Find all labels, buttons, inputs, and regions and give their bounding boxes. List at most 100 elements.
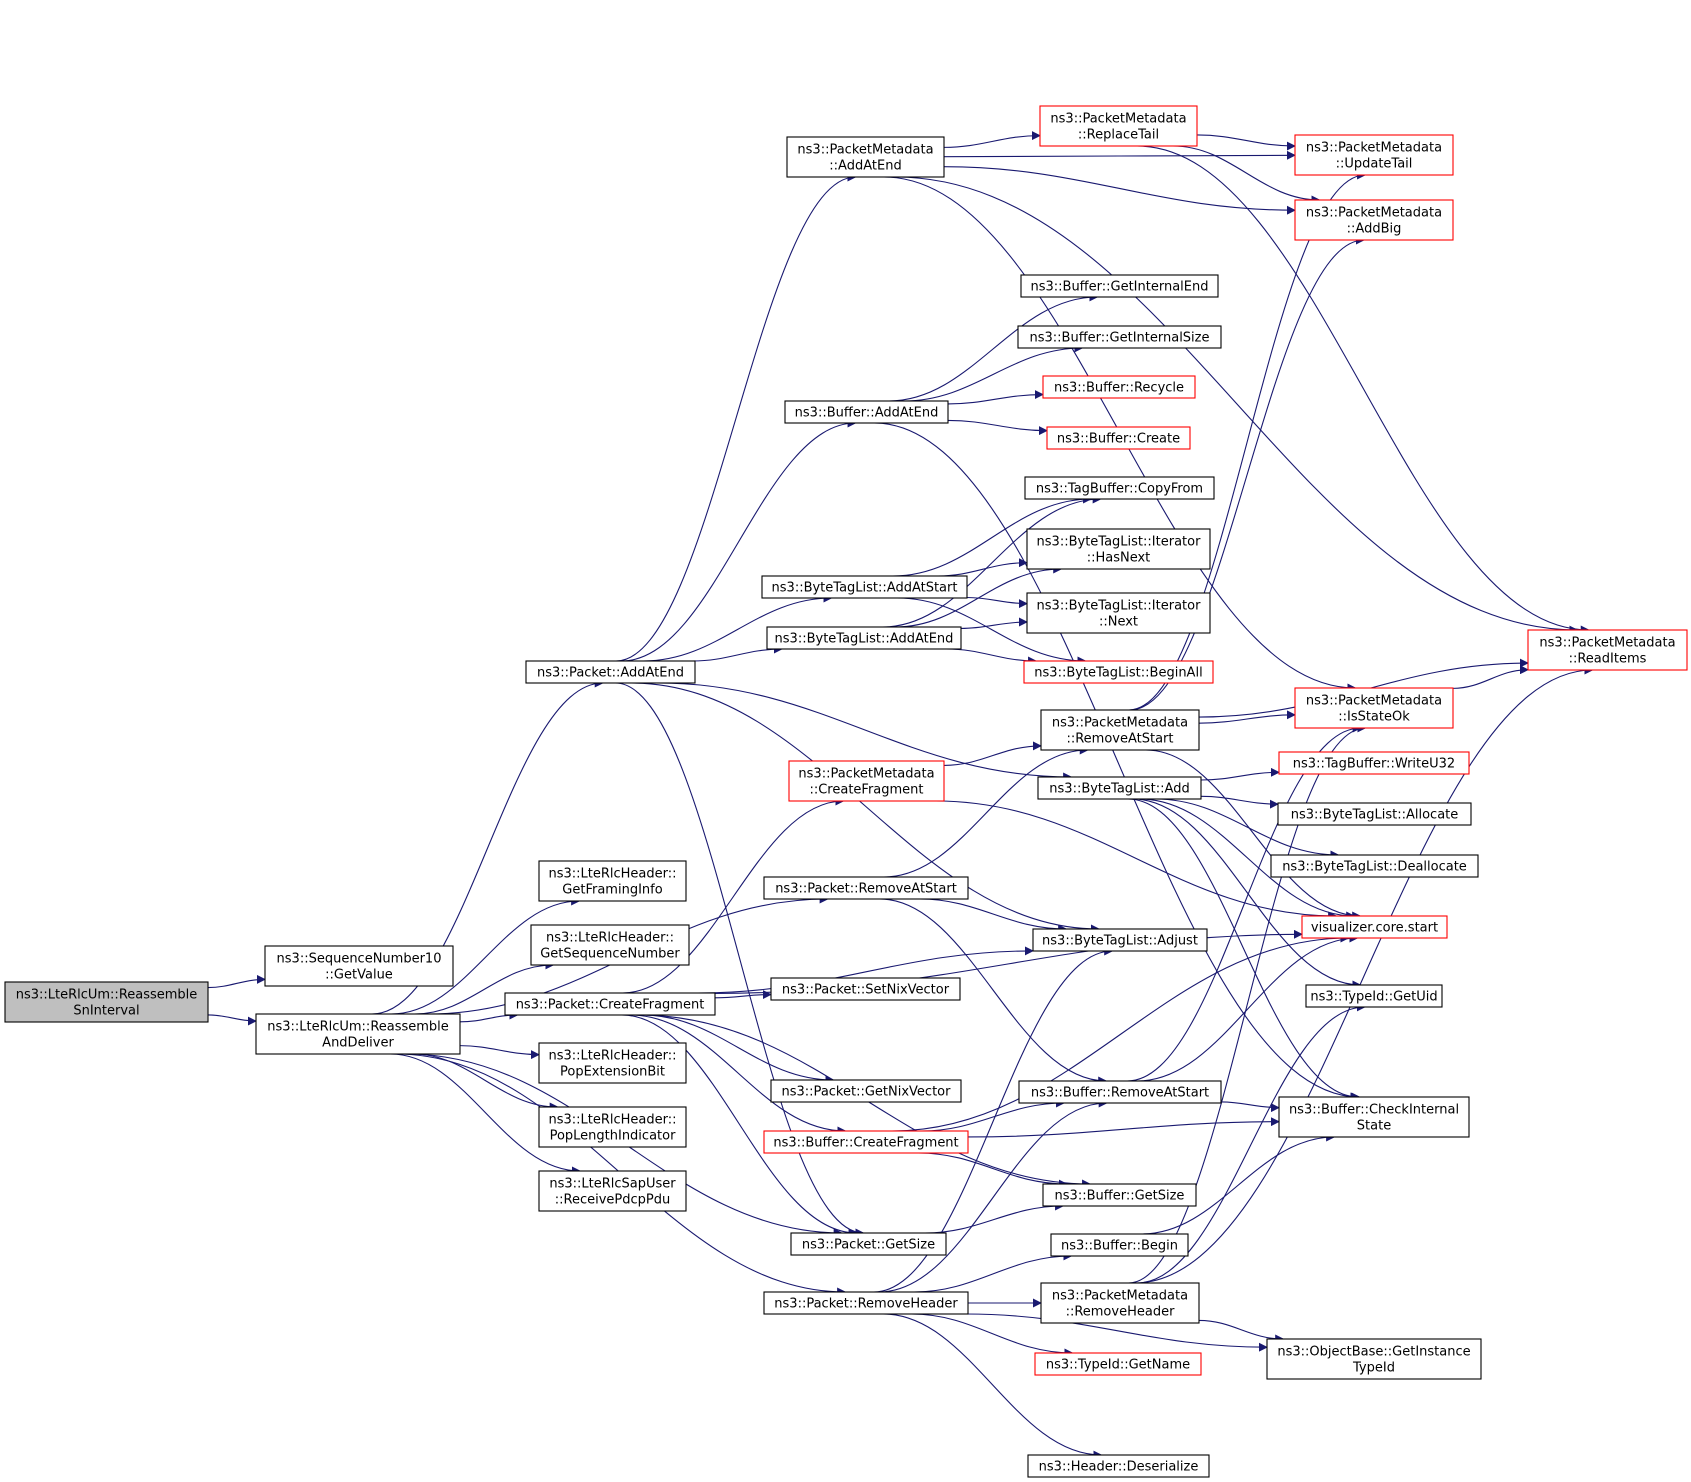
node-box bbox=[1026, 528, 1211, 570]
edge-n0-to-n2 bbox=[207, 1014, 257, 1026]
graph-node-n33[interactable]: ns3::Buffer::RemoveAtStart bbox=[1018, 1080, 1222, 1104]
node-label: ns3::Buffer::GetInternalSize bbox=[1030, 331, 1210, 346]
edge-n13-to-n27 bbox=[895, 564, 1063, 628]
graph-node-n38[interactable]: ns3::Header::Deserialize bbox=[1027, 1454, 1210, 1478]
node-box bbox=[1039, 105, 1198, 147]
graph-node-n4[interactable]: ns3::LteRlcHeader::GetFramingInfo bbox=[538, 860, 687, 902]
node-label: ns3::PacketMetadata bbox=[1052, 1289, 1188, 1304]
node-box bbox=[763, 1291, 969, 1315]
graph-node-n26[interactable]: ns3::TagBuffer::CopyFrom bbox=[1024, 476, 1215, 500]
node-box bbox=[790, 1232, 947, 1256]
graph-node-n17[interactable]: ns3::Packet::GetNixVector bbox=[770, 1079, 962, 1103]
node-label: ns3::PacketMetadata bbox=[1306, 141, 1442, 156]
graph-node-n5[interactable]: ns3::LteRlcHeader::GetSequenceNumber bbox=[530, 924, 690, 966]
graph-node-n21[interactable]: ns3::PacketMetadata::ReplaceTail bbox=[1039, 105, 1198, 147]
edge-n31-to-n42 bbox=[1200, 767, 1280, 781]
graph-node-n29[interactable]: ns3::ByteTagList::BeginAll bbox=[1023, 660, 1214, 684]
edge-n3-to-n12 bbox=[643, 593, 833, 662]
graph-node-n20[interactable]: ns3::Packet::RemoveHeader bbox=[763, 1291, 969, 1315]
edge-n41-to-n49 bbox=[1452, 665, 1529, 689]
graph-node-n37[interactable]: ns3::TypeId::GetName bbox=[1034, 1352, 1202, 1376]
node-label: ns3::PacketMetadata bbox=[798, 767, 934, 782]
graph-node-n49[interactable]: ns3::PacketMetadata::ReadItems bbox=[1527, 629, 1688, 671]
graph-node-n1[interactable]: ns3::SequenceNumber10::GetValue bbox=[264, 945, 454, 987]
graph-node-n36[interactable]: ns3::PacketMetadata::RemoveHeader bbox=[1040, 1282, 1200, 1324]
node-box bbox=[255, 1013, 461, 1055]
graph-node-n32[interactable]: ns3::ByteTagList::Adjust bbox=[1032, 928, 1208, 952]
graph-node-n34[interactable]: ns3::Buffer::GetSize bbox=[1042, 1183, 1197, 1207]
node-label: ns3::ByteTagList::Allocate bbox=[1291, 808, 1459, 823]
graph-node-n9[interactable]: ns3::LteRlcSapUser::ReceivePdcpPdu bbox=[538, 1170, 687, 1212]
node-label: ::ReadItems bbox=[1569, 652, 1647, 667]
node-box bbox=[1042, 375, 1196, 399]
node-label: ns3::TypeId::GetName bbox=[1046, 1358, 1190, 1373]
graph-node-n42[interactable]: ns3::TagBuffer::WriteU32 bbox=[1278, 751, 1470, 775]
graph-node-n45[interactable]: visualizer.core.start bbox=[1301, 915, 1448, 939]
node-label: ns3::Buffer::GetInternalEnd bbox=[1030, 280, 1208, 295]
node-box bbox=[538, 1170, 687, 1212]
graph-node-n7[interactable]: ns3::LteRlcHeader::PopExtensionBit bbox=[538, 1042, 687, 1084]
graph-node-n12[interactable]: ns3::ByteTagList::AddAtStart bbox=[761, 575, 968, 599]
edge-n18-to-n47 bbox=[967, 1117, 1280, 1138]
node-box bbox=[538, 1042, 687, 1084]
graph-node-n27[interactable]: ns3::ByteTagList::Iterator::HasNext bbox=[1026, 528, 1211, 570]
graph-node-n41[interactable]: ns3::PacketMetadata::IsStateOk bbox=[1294, 687, 1454, 729]
node-label: ::ReplaceTail bbox=[1078, 128, 1159, 143]
node-label: TypeId bbox=[1352, 1361, 1395, 1376]
graph-node-n6[interactable]: ns3::Packet::CreateFragment bbox=[504, 992, 716, 1016]
node-box bbox=[763, 1130, 969, 1154]
edge-n3-to-n10 bbox=[615, 172, 857, 662]
graph-node-n35[interactable]: ns3::Buffer::Begin bbox=[1050, 1233, 1189, 1257]
node-label: ns3::LteRlcUm::Reassemble bbox=[267, 1020, 449, 1035]
edge-n31-to-n47 bbox=[1128, 798, 1360, 1102]
graph-node-n25[interactable]: ns3::Buffer::Create bbox=[1046, 426, 1191, 450]
node-label: ns3::Buffer::AddAtEnd bbox=[795, 406, 939, 421]
graph-node-n39[interactable]: ns3::PacketMetadata::UpdateTail bbox=[1294, 134, 1454, 176]
graph-node-n16[interactable]: ns3::Packet::SetNixVector bbox=[770, 977, 961, 1001]
edge-n21-to-n40 bbox=[1172, 145, 1321, 205]
graph-node-n23[interactable]: ns3::Buffer::GetInternalSize bbox=[1017, 325, 1222, 349]
node-box bbox=[530, 924, 690, 966]
graph-node-n13[interactable]: ns3::ByteTagList::AddAtEnd bbox=[766, 626, 962, 650]
graph-node-n18[interactable]: ns3::Buffer::CreateFragment bbox=[763, 1130, 969, 1154]
graph-node-n30[interactable]: ns3::PacketMetadata::RemoveAtStart bbox=[1040, 709, 1200, 751]
node-label: ns3::ByteTagList::Add bbox=[1049, 782, 1189, 797]
graph-node-n10[interactable]: ns3::PacketMetadata::AddAtEnd bbox=[786, 136, 945, 178]
graph-node-n19[interactable]: ns3::Packet::GetSize bbox=[790, 1232, 947, 1256]
graph-node-n28[interactable]: ns3::ByteTagList::Iterator::Next bbox=[1026, 592, 1211, 634]
edge-n20-to-n37 bbox=[911, 1313, 1074, 1358]
edge-n2-to-n5 bbox=[414, 960, 555, 1015]
graph-node-n46[interactable]: ns3::TypeId::GetUid bbox=[1305, 984, 1443, 1008]
node-label: ns3::LteRlcHeader:: bbox=[546, 931, 674, 946]
graph-node-n44[interactable]: ns3::ByteTagList::Deallocate bbox=[1270, 854, 1479, 878]
edge-n12-to-n26 bbox=[892, 494, 1093, 577]
graph-node-n15[interactable]: ns3::Packet::RemoveAtStart bbox=[763, 876, 969, 900]
edge-n31-to-n45 bbox=[1139, 798, 1356, 921]
graph-node-n22[interactable]: ns3::Buffer::GetInternalEnd bbox=[1020, 274, 1219, 298]
edge-n3-to-n19 bbox=[615, 682, 865, 1238]
graph-node-n31[interactable]: ns3::ByteTagList::Add bbox=[1037, 776, 1202, 800]
node-label: ns3::Packet::GetSize bbox=[802, 1238, 935, 1253]
edge-n20-to-n38 bbox=[883, 1313, 1103, 1460]
graph-node-n14[interactable]: ns3::PacketMetadata::CreateFragment bbox=[788, 760, 945, 802]
node-label: ns3::LteRlcHeader:: bbox=[548, 867, 676, 882]
edge-n20-to-n33 bbox=[879, 1098, 1108, 1293]
graph-node-n40[interactable]: ns3::PacketMetadata::AddBig bbox=[1294, 199, 1454, 241]
edge-n19-to-n34 bbox=[924, 1201, 1065, 1234]
node-label: ns3::Buffer::GetSize bbox=[1055, 1189, 1185, 1204]
graph-node-n43[interactable]: ns3::ByteTagList::Allocate bbox=[1277, 802, 1472, 826]
node-label: ns3::PacketMetadata bbox=[1050, 112, 1186, 127]
graph-node-n11[interactable]: ns3::Buffer::AddAtEnd bbox=[784, 400, 949, 424]
node-box bbox=[786, 136, 945, 178]
node-layer: ns3::LteRlcUm::ReassembleSnIntervalns3::… bbox=[4, 105, 1688, 1478]
graph-node-n8[interactable]: ns3::LteRlcHeader::PopLengthIndicator bbox=[538, 1106, 687, 1148]
graph-node-n3[interactable]: ns3::Packet::AddAtEnd bbox=[525, 660, 696, 684]
edge-n33-to-n41 bbox=[1127, 723, 1362, 1082]
edge-n3-to-n32 bbox=[631, 682, 1100, 934]
graph-node-n24[interactable]: ns3::Buffer::Recycle bbox=[1042, 375, 1196, 399]
